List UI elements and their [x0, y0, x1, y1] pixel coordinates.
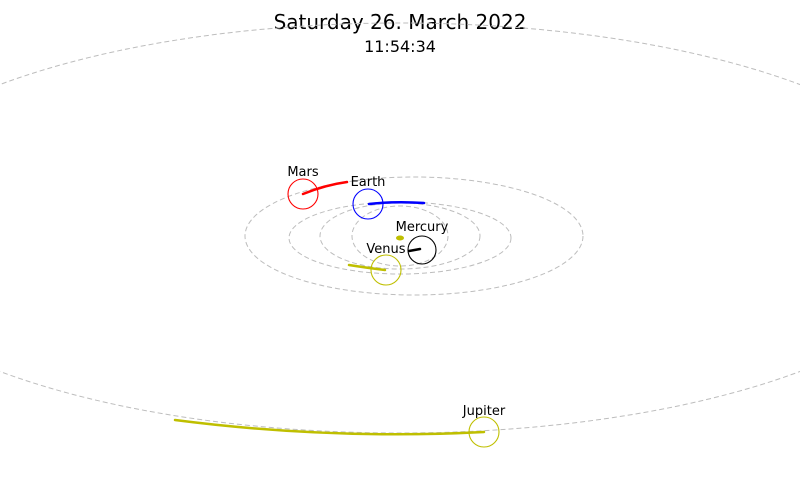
sun-icon: [396, 235, 404, 241]
mercury-trail: [407, 247, 422, 253]
jupiter-label: Jupiter: [462, 404, 506, 419]
mercury-orbit: [351, 205, 449, 267]
venus-marker: [370, 254, 402, 286]
date-title: Saturday 26. March 2022: [273, 10, 527, 34]
jupiter-orbit: [0, 22, 800, 434]
jupiter-marker: [468, 416, 500, 448]
venus-orbit: [319, 202, 481, 270]
mars-orbit: [244, 176, 584, 296]
earth-marker: [352, 188, 384, 220]
venus-trail: [347, 263, 387, 272]
mars-label: Mars: [287, 165, 319, 180]
venus-label: Venus: [366, 242, 405, 257]
time-subtitle: 11:54:34: [364, 37, 436, 56]
mercury-marker: [407, 235, 437, 265]
earth-label: Earth: [351, 175, 386, 190]
earth-trail: [367, 200, 426, 206]
mercury-label: Mercury: [396, 220, 449, 235]
jupiter-trail: [173, 418, 486, 436]
mars-trail: [301, 180, 349, 196]
mars-marker: [287, 178, 319, 210]
